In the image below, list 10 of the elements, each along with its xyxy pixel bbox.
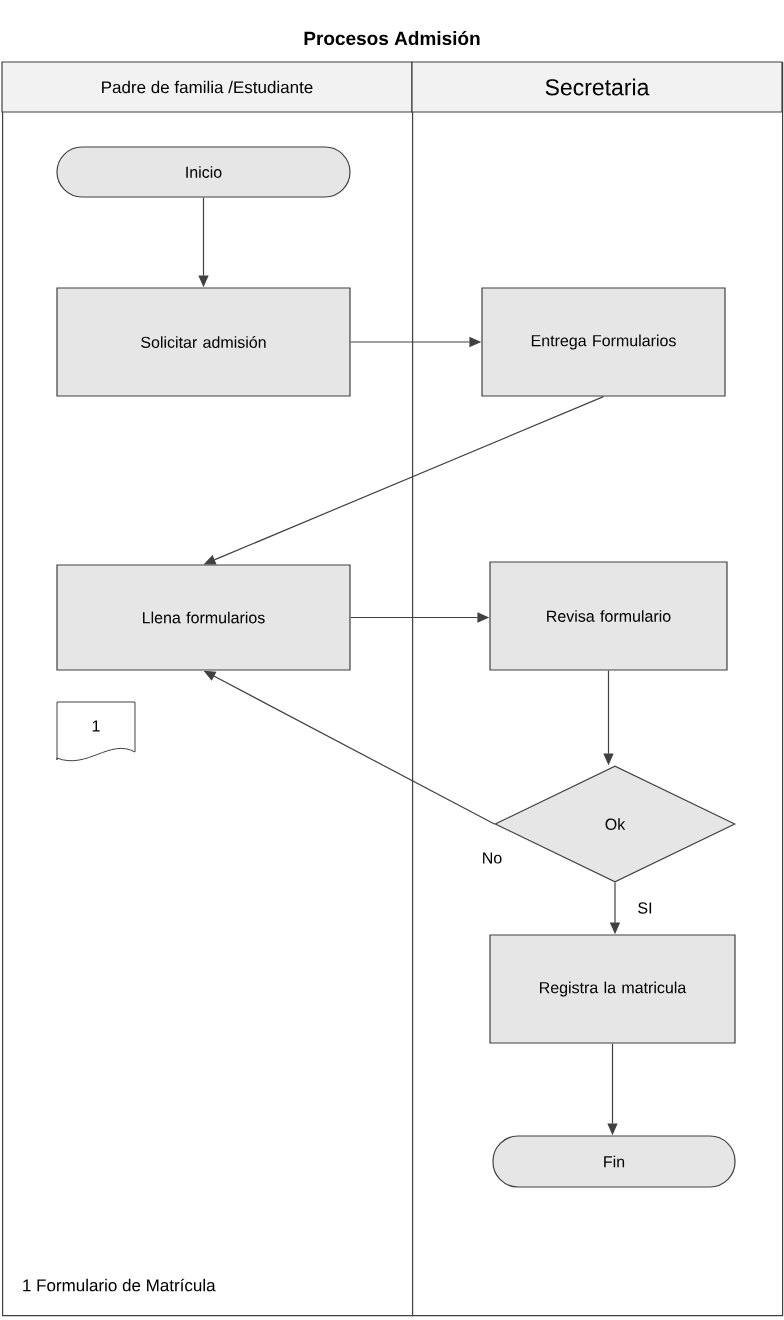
process-box: Revisa formulario xyxy=(489,561,728,671)
process-box: Solicitar admisión xyxy=(56,287,351,397)
terminator: Inicio xyxy=(56,146,351,198)
edge-label: SI xyxy=(636,901,654,915)
process-box: Entrega Formularios xyxy=(481,287,726,397)
title: Procesos Admisión xyxy=(304,30,480,46)
process-box: Llena formularios xyxy=(56,564,351,671)
note: 1 Formulario de Matrícula xyxy=(23,1278,216,1292)
terminator: Fin xyxy=(492,1135,736,1188)
process-box: Registra la matricula xyxy=(489,934,736,1044)
